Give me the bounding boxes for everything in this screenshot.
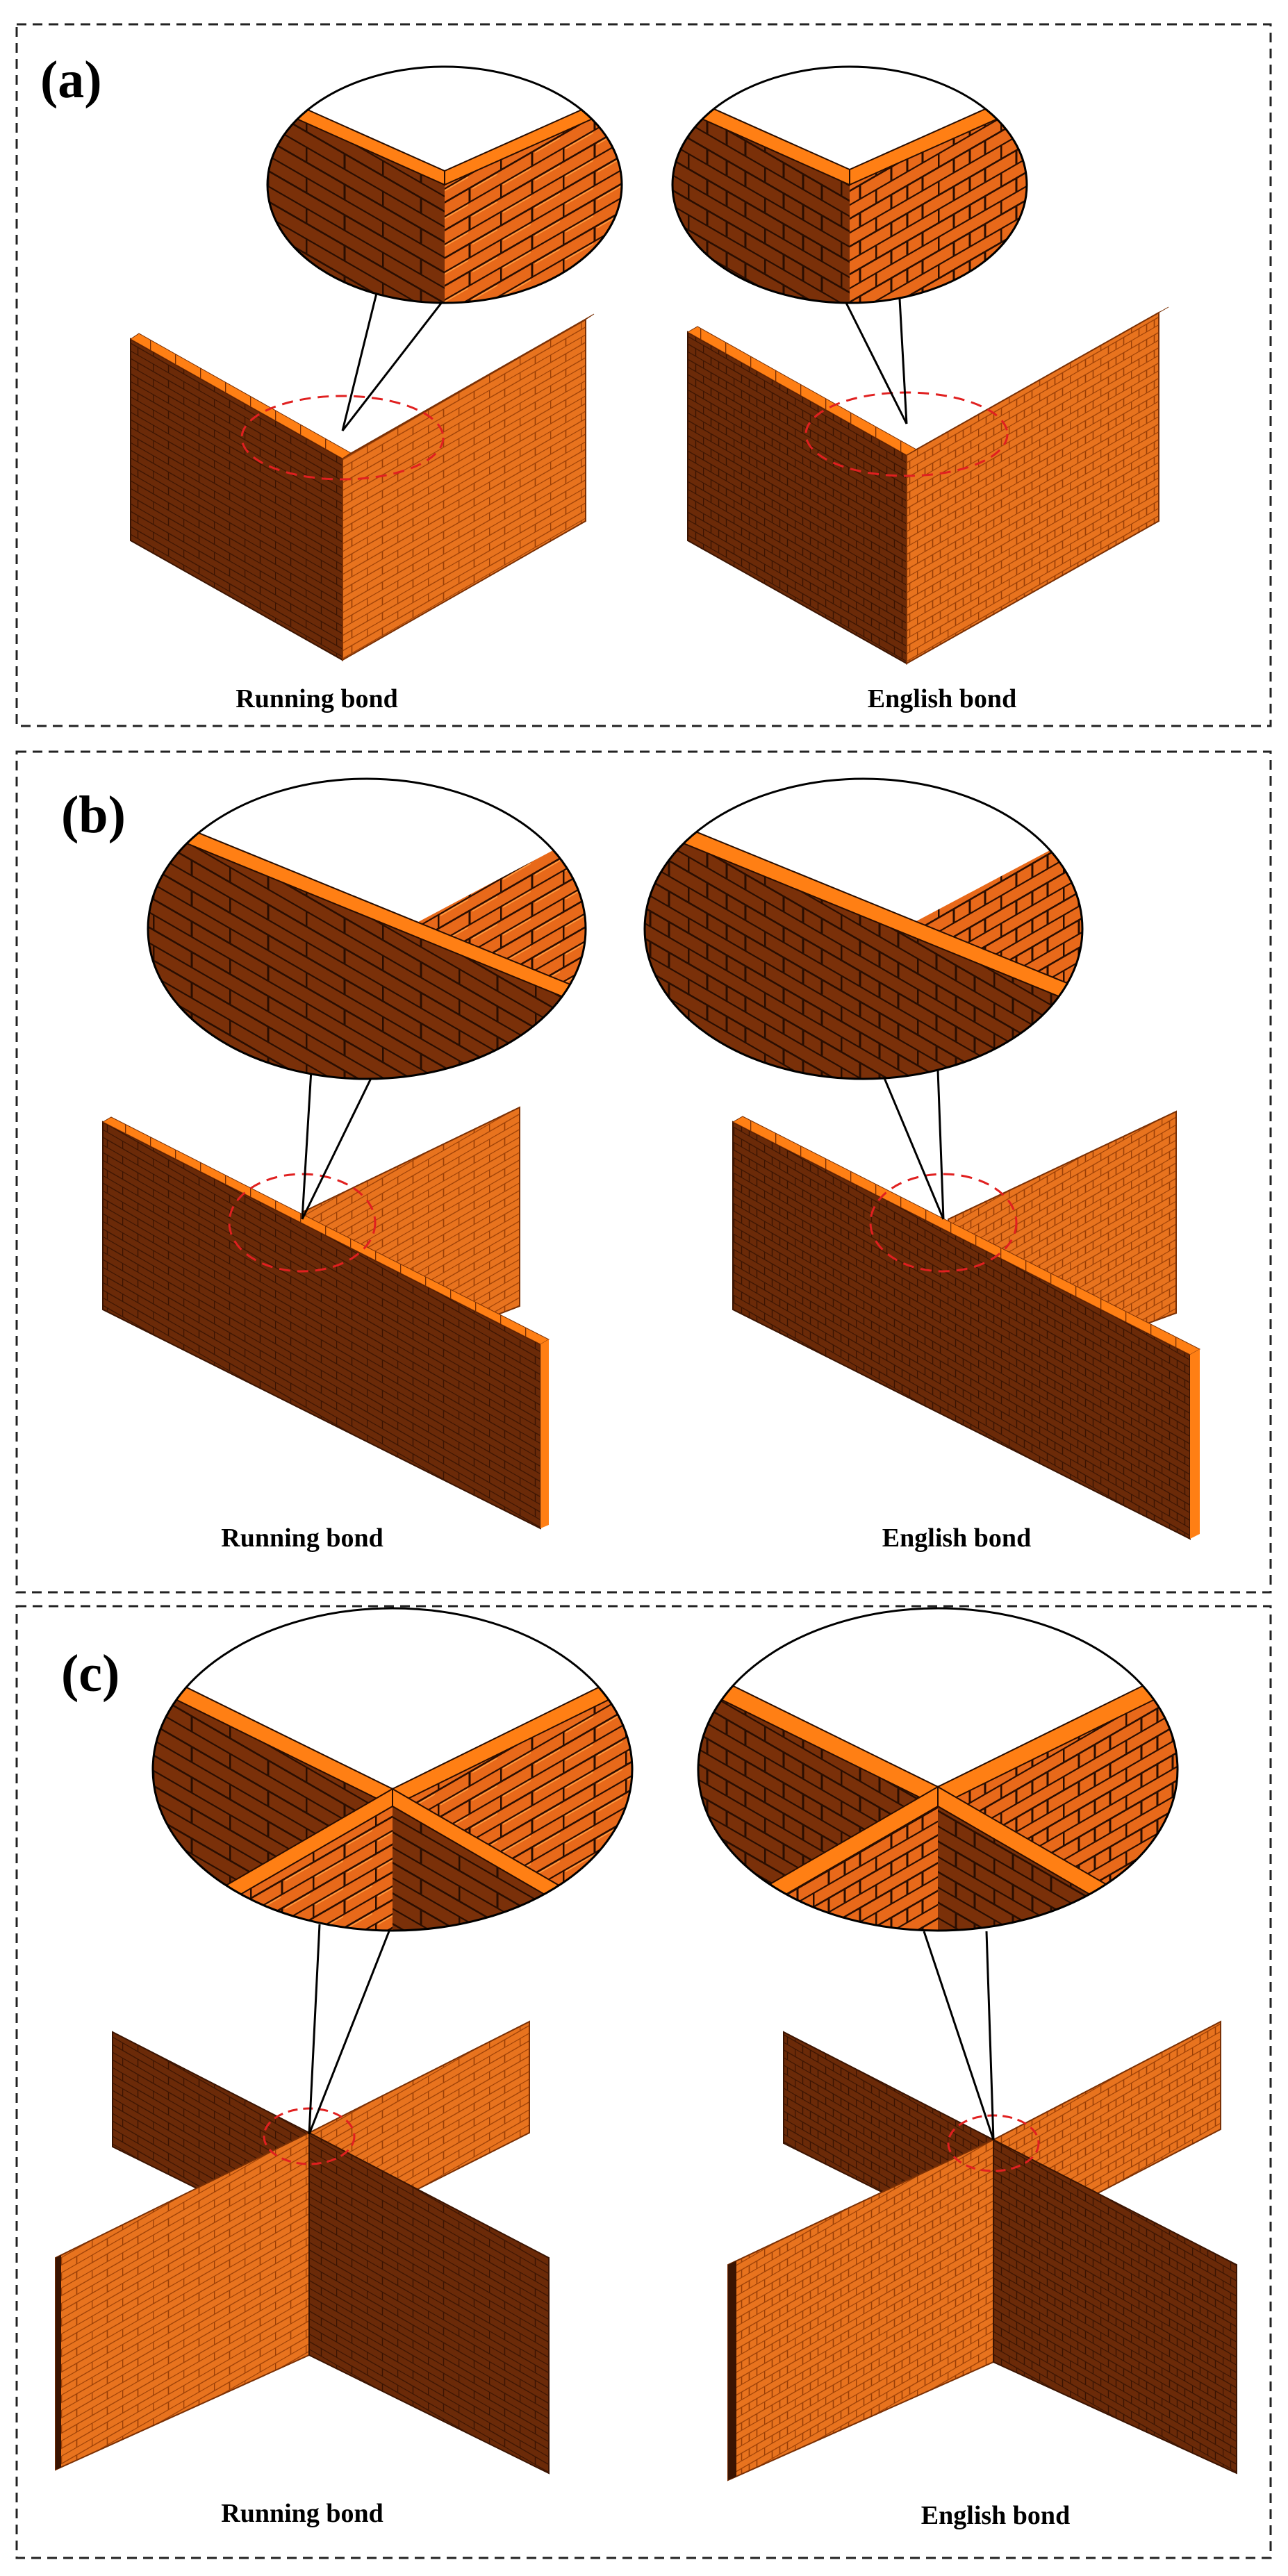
cross-junction-running-wall	[55, 1924, 550, 2475]
caption-a-running: Running bond	[236, 684, 397, 713]
zoom-b-running	[147, 777, 587, 1080]
zoom-b-english	[643, 777, 1084, 1080]
highlight-ellipse	[240, 395, 445, 481]
zoom-a-english	[671, 65, 1028, 304]
caption-b-english: English bond	[882, 1524, 1031, 1553]
zoom-c-running	[151, 1607, 634, 1932]
cross-junction-english-wall	[727, 1931, 1237, 2482]
l-junction-english-wall	[686, 298, 1169, 665]
t-junction-english-wall	[732, 1069, 1201, 1540]
caption-c-running: Running bond	[221, 2499, 383, 2528]
panel-a-label: (a)	[40, 51, 102, 109]
caption-b-running: Running bond	[221, 1524, 383, 1553]
panel-a: (a)	[15, 23, 1272, 727]
highlight-ellipse	[869, 1173, 1018, 1273]
highlight-ellipse	[263, 2107, 356, 2165]
panel-b-border	[15, 750, 1272, 1594]
l-junction-running-wall	[130, 284, 595, 661]
highlight-ellipse	[228, 1173, 377, 1273]
panel-c-border	[15, 1605, 1272, 2559]
t-junction-running-wall	[101, 1069, 550, 1530]
zoom-c-english	[697, 1607, 1179, 1932]
panel-b: (b)	[15, 750, 1272, 1594]
panel-c: (c)	[15, 1605, 1272, 2559]
caption-c-english: English bond	[921, 2501, 1070, 2530]
highlight-ellipse	[804, 391, 1009, 477]
zoom-a-running	[266, 65, 623, 304]
panel-a-border	[15, 23, 1272, 727]
caption-a-english: English bond	[868, 684, 1016, 713]
panel-c-label: (c)	[61, 1644, 119, 1703]
panel-b-label: (b)	[61, 786, 126, 844]
